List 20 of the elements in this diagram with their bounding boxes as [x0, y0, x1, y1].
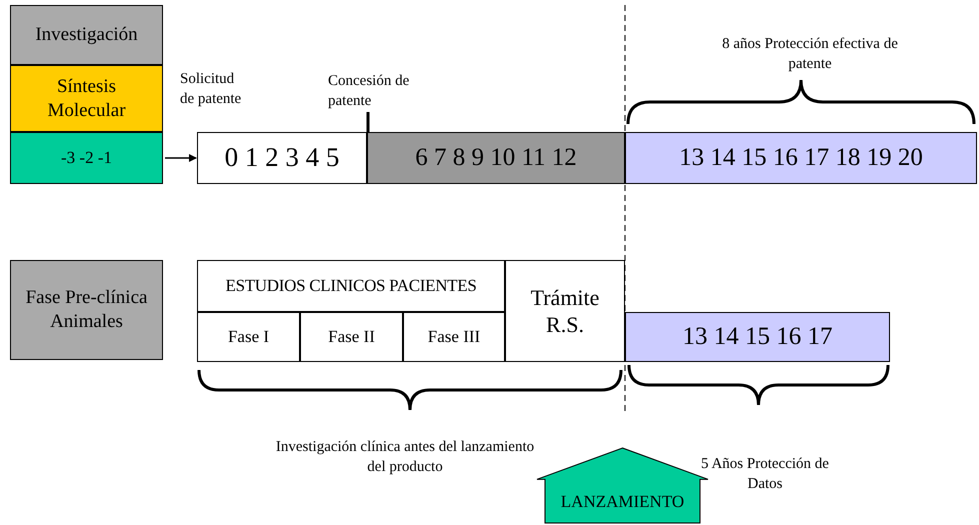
- annotation-text: Investigación clínica antes del lanzamiento del producto: [275, 438, 535, 476]
- stage-box: Síntesis Molecular: [10, 65, 163, 132]
- timeline-segment: 0 1 2 3 4 5: [197, 132, 367, 184]
- stage-box: Fase Pre-clínica Animales: [10, 260, 163, 360]
- phase-box: Fase I: [197, 312, 300, 362]
- phase-box: Fase II: [300, 312, 403, 362]
- arrow: [165, 154, 197, 162]
- process-box: Trámite R.S.: [505, 260, 625, 362]
- year-box: -3 -2 -1: [10, 132, 163, 184]
- phase-box: Fase III: [403, 312, 505, 362]
- stage-box: Investigación: [10, 5, 163, 65]
- timeline-segment: 13 14 15 16 17: [625, 312, 890, 362]
- header-box: ESTUDIOS CLINICOS PACIENTES: [197, 260, 505, 312]
- arrow-label: LANZAMIENTO: [560, 490, 684, 512]
- annotation-text: Solicitud de patente: [180, 70, 242, 108]
- annotation-text: Concesión de patente: [328, 72, 410, 110]
- annotation-text: 5 Años Protección de Datos: [700, 455, 830, 494]
- annotation-text: 8 años Protección efectiva de patente: [721, 35, 899, 74]
- timeline-segment: 6 7 8 9 10 11 12: [367, 132, 625, 184]
- timeline-segment: 13 14 15 16 17 18 19 20: [625, 132, 977, 184]
